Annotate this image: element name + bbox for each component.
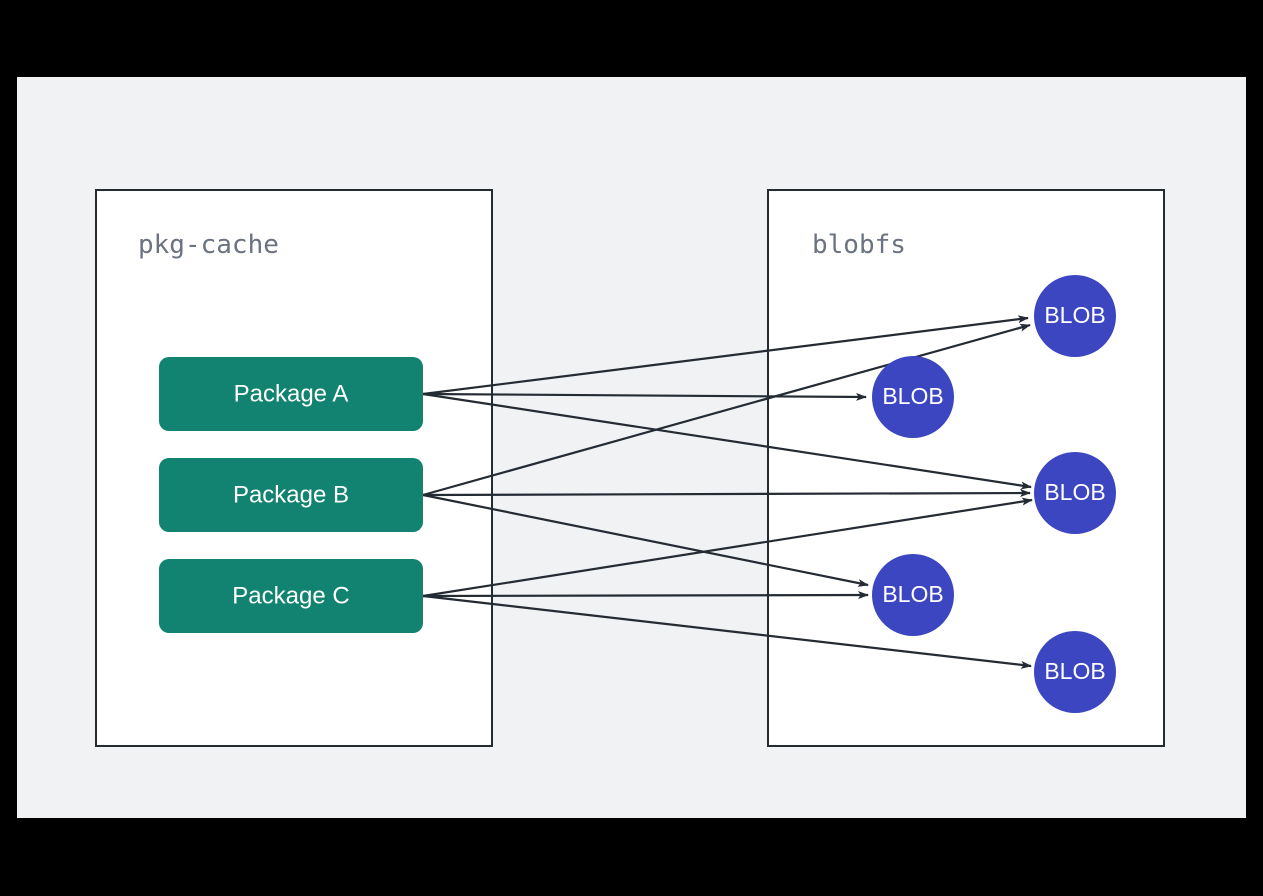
package-b-box[interactable] [159,458,423,532]
edge-pkgA-blob1 [422,315,1029,396]
blob-2-label: BLOB [882,383,943,409]
edge-pkgB-blob4 [422,493,869,587]
edges-layer [422,315,1033,669]
edge-pkgA-blob2 [422,392,867,401]
container-pkg-cache-title: pkg-cache [138,230,279,260]
blob-2-circle[interactable] [872,356,954,438]
node-blob-2[interactable]: BLOB [872,356,954,438]
node-package-c[interactable]: Package C [159,559,423,633]
container-blobfs-title: blobfs [812,230,906,260]
package-b-label: Package B [233,481,349,508]
edge-pkgC-blob3 [422,497,1033,598]
blob-1-label: BLOB [1044,302,1105,328]
blob-3-circle[interactable] [1034,452,1116,534]
blob-1-circle[interactable] [1034,275,1116,357]
blob-3-label: BLOB [1044,479,1105,505]
edge-pkgB-blob1 [422,323,1031,497]
blob-4-circle[interactable] [872,554,954,636]
node-blob-1[interactable]: BLOB [1034,275,1116,357]
node-package-a[interactable]: Package A [159,357,423,431]
edge-pkgC-blob4 [422,591,869,600]
blob-5-label: BLOB [1044,658,1105,684]
package-c-box[interactable] [159,559,423,633]
node-blob-4[interactable]: BLOB [872,554,954,636]
node-blob-3[interactable]: BLOB [1034,452,1116,534]
blob-4-label: BLOB [882,581,943,607]
package-a-label: Package A [234,380,349,407]
edge-pkgA-blob3 [422,392,1032,490]
package-a-box[interactable] [159,357,423,431]
blob-5-circle[interactable] [1034,631,1116,713]
edge-pkgC-blob5 [422,594,1032,669]
node-package-b[interactable]: Package B [159,458,423,532]
edge-pkgB-blob3 [422,489,1031,498]
package-c-label: Package C [232,582,349,609]
node-blob-5[interactable]: BLOB [1034,631,1116,713]
